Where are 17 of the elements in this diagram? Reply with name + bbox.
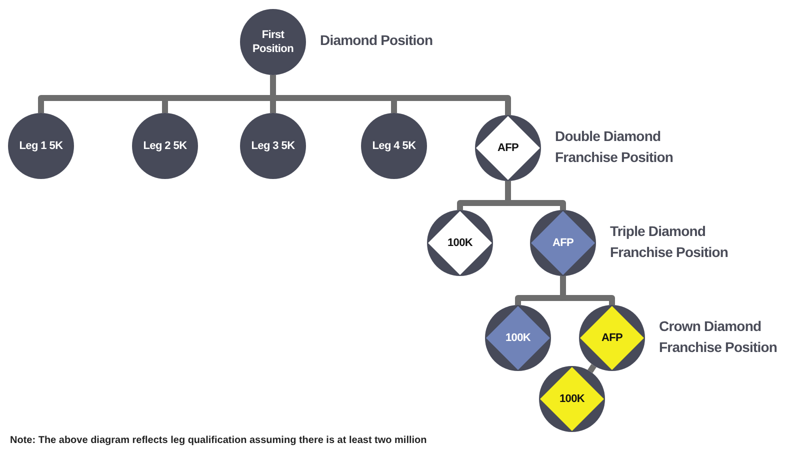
node-text: Leg 4 5K [371, 139, 417, 153]
position-label: Crown Diamond Franchise Position [659, 317, 778, 357]
note-text: Note: The above diagram reflects leg qualification assuming there is at least two million [10, 435, 427, 447]
position-label: Double Diamond Franchise Position [555, 127, 674, 167]
position-label: Diamond Position [320, 31, 434, 50]
node-text: AFP [496, 141, 520, 155]
node-text: Leg 2 5K [142, 139, 188, 153]
node-text: Leg 3 5K [250, 139, 296, 153]
node-text: 100K [504, 331, 532, 345]
node-text: Leg 1 5K [18, 139, 64, 153]
node-text: AFP [600, 331, 624, 345]
node-text: 100K [446, 236, 474, 250]
node-text: 100K [558, 392, 586, 406]
connector-line [588, 364, 596, 374]
position-label: Triple Diamond Franchise Position [610, 222, 730, 262]
node-text: AFP [551, 236, 575, 250]
node-text: First Position [252, 28, 294, 56]
